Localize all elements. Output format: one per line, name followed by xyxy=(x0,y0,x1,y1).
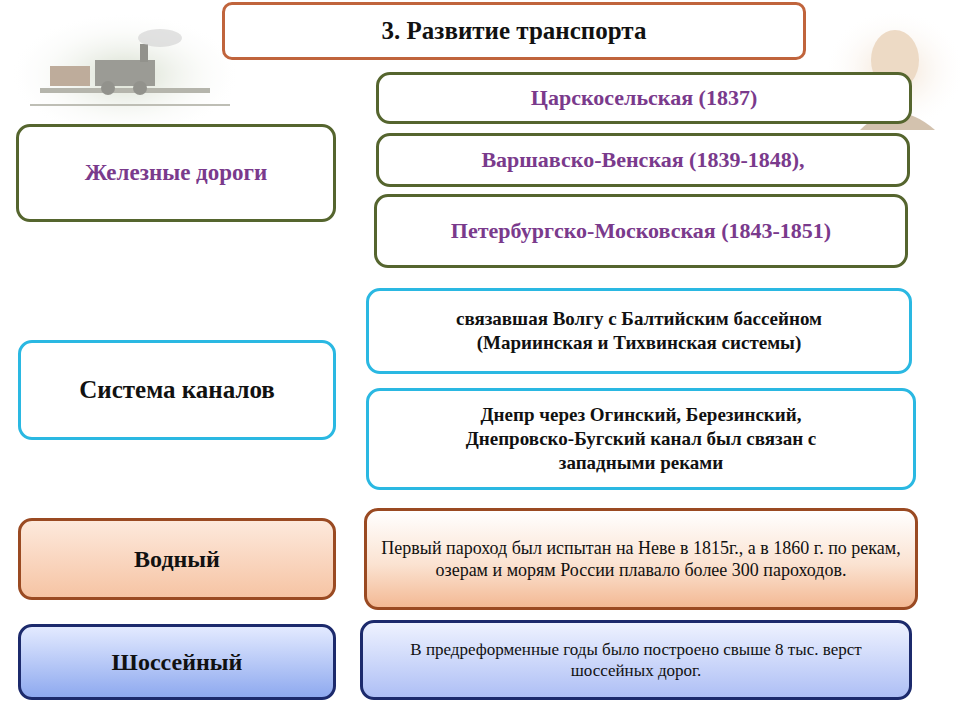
box-text: Варшавско-Венская (1839-1848), xyxy=(481,146,804,174)
box-text: Первый пароход был испытан на Неве в 181… xyxy=(381,537,901,582)
box-text: Система каналов xyxy=(79,374,275,405)
box-text: Царскосельская (1837) xyxy=(531,84,757,112)
box-text: Шоссейный xyxy=(112,647,243,677)
box-text: Водный xyxy=(134,544,220,574)
category-box: Железные дороги xyxy=(16,124,336,222)
category-box: Система каналов xyxy=(18,340,336,440)
category-box: Водный xyxy=(18,518,336,600)
item-box: В предреформенные годы было построено св… xyxy=(360,620,912,700)
box-text: В предреформенные годы было построено св… xyxy=(403,639,869,682)
box-text: Петербургско-Московская (1843-1851) xyxy=(451,217,831,245)
item-box: Варшавско-Венская (1839-1848), xyxy=(376,133,910,187)
item-box: Царскосельская (1837) xyxy=(376,72,912,124)
box-text: связавшая Волгу с Балтийским бассейном (… xyxy=(429,307,849,355)
item-box: связавшая Волгу с Балтийским бассейном (… xyxy=(366,288,912,374)
item-box: Днепр через Огинский, Березинский, Днепр… xyxy=(366,388,916,490)
train-picture xyxy=(10,13,240,137)
category-box: Шоссейный xyxy=(18,624,336,700)
box-text: Днепр через Огинский, Березинский, Днепр… xyxy=(429,403,853,474)
title-text: 3. Развитие транспорта xyxy=(382,15,647,46)
box-text: Железные дороги xyxy=(85,159,267,188)
title-box: 3. Развитие транспорта xyxy=(222,2,806,60)
item-box: Первый пароход был испытан на Неве в 181… xyxy=(364,508,918,610)
item-box: Петербургско-Московская (1843-1851) xyxy=(374,194,908,268)
